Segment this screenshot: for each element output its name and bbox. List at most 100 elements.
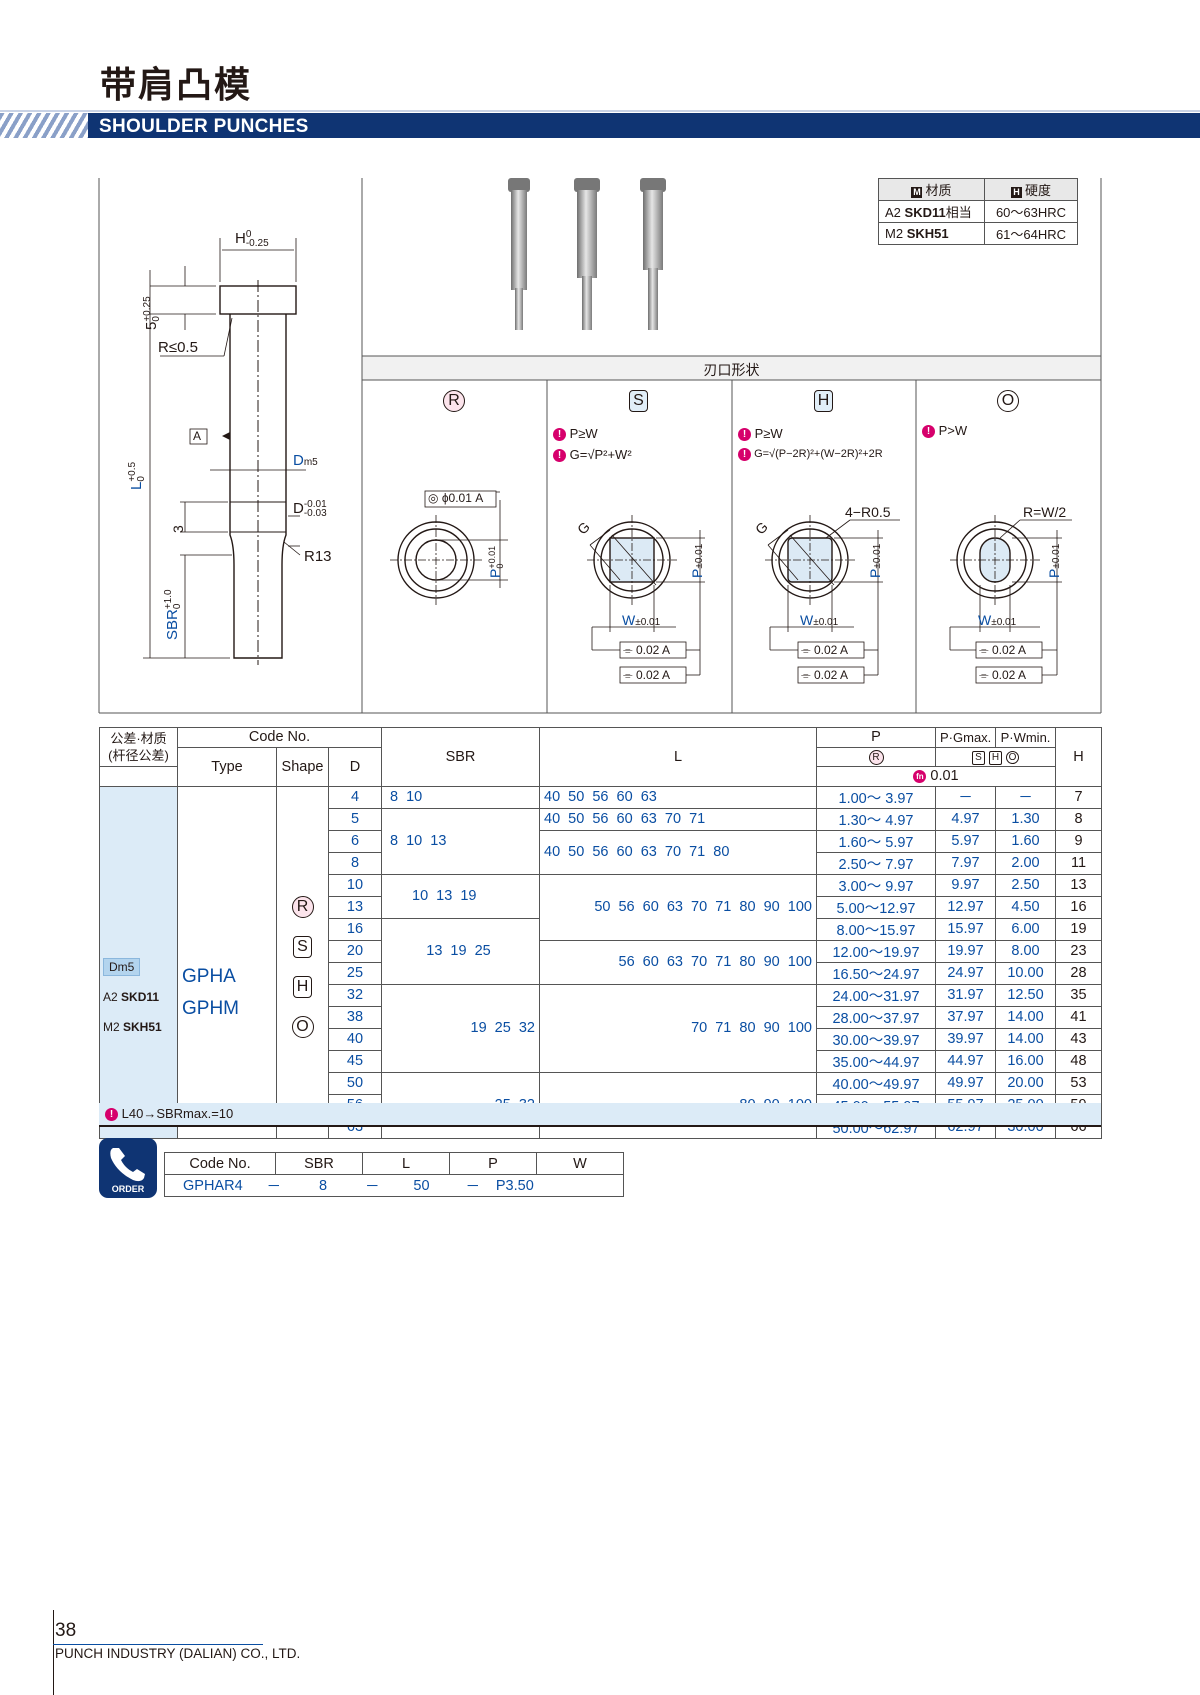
p-cell: 1.00～ 3.97 [816, 785, 936, 809]
h-cell: 35 [1055, 983, 1102, 1007]
order-value: 8 [318, 1177, 328, 1194]
pg-cell: 49.97 [935, 1071, 996, 1095]
material-grade: M2 [103, 1020, 120, 1034]
pw-cell: 16.00 [995, 1049, 1056, 1073]
pw-cell: 12.50 [995, 983, 1056, 1007]
shape-letter: S [293, 936, 312, 958]
dim-head-value: 5 [143, 321, 160, 330]
dim-Dm5-sub: m5 [303, 457, 318, 468]
pg-cell: 9.97 [935, 873, 996, 897]
shape-letter: O [997, 390, 1019, 412]
d-cell: 13 [328, 895, 382, 919]
shape-S-W: W±0.01 [622, 612, 660, 628]
tolerance-icon: fn [913, 769, 927, 783]
d-cell: 45 [328, 1049, 382, 1073]
shape-letter: S [971, 751, 985, 766]
dim-H-label: H [235, 230, 246, 247]
shape-S-notes: ! P≥W ! G=√P²+W² [553, 423, 632, 465]
h-cell: 41 [1055, 1005, 1102, 1029]
shape-letter: R [291, 896, 314, 918]
symmetry-value: 0.02 [635, 668, 660, 682]
dim-W-tol: ±0.01 [813, 617, 839, 628]
material-grade: M2 [885, 226, 904, 241]
dim-W-tol: ±0.01 [635, 617, 661, 628]
col-tol-material-cont [99, 766, 178, 787]
dm5-badge: Dm5 [103, 958, 141, 976]
tolerance-value: 0.01 [930, 768, 959, 785]
h-cell: 28 [1055, 961, 1102, 985]
dim-P-tol: ±0.01 [1051, 543, 1062, 569]
d-cell: 32 [328, 983, 382, 1007]
pg-cell: 4.97 [935, 807, 996, 831]
order-table: Code No. SBR L P W GPHAR4 ─ 8 ─ 50 ─ P3.… [164, 1152, 624, 1197]
p-cell: 5.00～12.97 [816, 895, 936, 919]
table-note: ! L40→SBRmax.=10 [99, 1103, 1101, 1127]
order-example: GPHAR4 ─ 8 ─ 50 ─ P3.50 [164, 1174, 624, 1197]
shape-letter: S [629, 390, 648, 412]
note-icon: ! [738, 447, 751, 461]
material-name: SKH51 [123, 1020, 162, 1034]
pg-cell: 44.97 [935, 1049, 996, 1073]
pw-cell: 1.30 [995, 807, 1056, 831]
dim-D-label: D [293, 500, 304, 517]
symmetry-ref: A [661, 668, 670, 682]
punch-photo [508, 178, 666, 330]
p-cell: 24.00～31.97 [816, 983, 936, 1007]
pw-cell: 4.50 [995, 895, 1056, 919]
col-d: D [328, 746, 382, 787]
symmetry-ref: A [661, 643, 670, 657]
d-cell: 6 [328, 829, 382, 853]
order-header: L [362, 1152, 450, 1175]
col-pw: P·Wmin. [995, 727, 1056, 748]
pw-cell: 10.00 [995, 961, 1056, 985]
order-header: SBR [275, 1152, 363, 1175]
radius-note: R≤0.5 [158, 339, 198, 356]
material-name: SKD11 [121, 990, 160, 1004]
phone-icon [110, 1148, 145, 1182]
h-cell: 8 [1055, 807, 1102, 831]
d-cell: 10 [328, 873, 382, 897]
order-value: ─ [467, 1177, 478, 1194]
pg-cell: 15.97 [935, 917, 996, 941]
material-name: SKD11 [904, 205, 946, 220]
hardness-cell: 60～63HRC [984, 200, 1078, 223]
col-l: L [539, 727, 817, 787]
pw-cell: 2.00 [995, 851, 1056, 875]
symmetry-frame: ⌯ 0.02 A [801, 668, 848, 682]
symmetry-frame: ⌯ 0.02 A [979, 668, 1026, 682]
sbr-cell: 8 10 [381, 785, 540, 809]
col-h: H [1055, 727, 1102, 787]
dim-W: W [978, 612, 992, 628]
material-cell: M2 SKH51 [878, 222, 985, 245]
dim-SBR: SBR +1.0 0 [163, 589, 183, 640]
l-cell: 40 50 56 60 63 70 71 [539, 807, 817, 831]
dim-W: W [622, 612, 636, 628]
d-cell: 20 [328, 939, 382, 963]
d-cell: 38 [328, 1005, 382, 1029]
header-label: 公差·材质 [110, 731, 167, 746]
material-row: M2 SKH51 61～64HRC [878, 222, 1078, 245]
dim-P: P [487, 568, 503, 578]
note-text: L40→SBRmax.=10 [121, 1106, 234, 1121]
symmetry-frame: ⌯ 0.02 A [623, 643, 670, 657]
h-cell: 13 [1055, 873, 1102, 897]
tol-material-cell: Dm5 A2 SKD11 M2 SKH51 [99, 785, 178, 1139]
material-header-label: 材质 [925, 183, 952, 198]
section-banner: SHOULDER PUNCHES [0, 113, 1200, 138]
blade-header: 刃口形状 [703, 362, 760, 378]
type-code: GPHA [182, 966, 236, 987]
dim-head: 5 +0.25 0 [142, 296, 162, 330]
dim-P-tol: ±0.01 [872, 543, 883, 569]
header-label: (杆径公差) [108, 748, 169, 763]
pw-cell: 14.00 [995, 1027, 1056, 1051]
shape-O-W: W±0.01 [978, 612, 1016, 628]
material-icon: M [911, 187, 923, 198]
p-cell: 2.50～ 7.97 [816, 851, 936, 875]
order-value: GPHAR4 [183, 1177, 243, 1194]
pg-cell: 12.97 [935, 895, 996, 919]
